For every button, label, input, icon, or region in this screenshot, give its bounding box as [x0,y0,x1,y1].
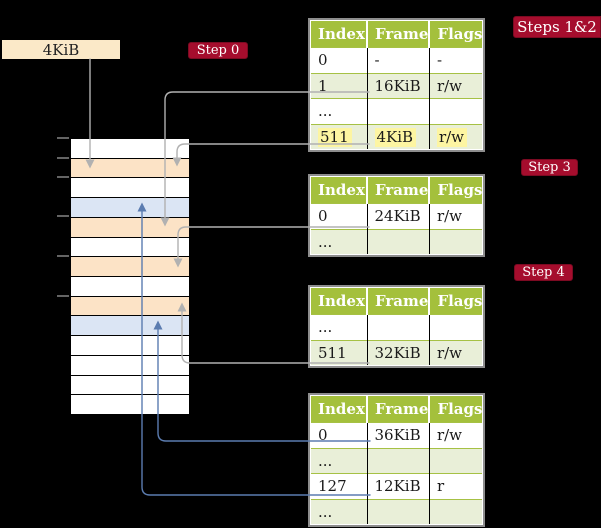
highlighted-value: r/w [436,127,468,147]
table-cell: r/w [428,124,483,149]
badge-step-4: Step 4 [514,264,573,281]
memory-row-11 [71,355,189,376]
table-cell: 36KiB [366,422,430,448]
frame-size-label: 4KiB [42,40,80,59]
table-cell [366,314,430,340]
memory-row-1 [71,158,189,179]
table-cell: ... [311,98,367,124]
table-row: 0-- [311,47,483,73]
table-cell: - [366,47,430,73]
column-header-frame: Frame [365,288,430,315]
column-header-flags: Flags [428,396,483,423]
column-header-index: Index [311,288,367,315]
column-header-index: Index [311,177,367,204]
memory-row-6 [71,257,189,278]
column-header-flags: Flags [428,288,483,315]
column-header-frame: Frame [365,396,430,423]
table-cell: 16KiB [366,73,430,99]
highlighted-value: 4KiB [374,127,417,147]
memory-row-13 [71,395,189,415]
memory-row-3 [71,198,189,218]
memory-ticks [57,137,69,297]
table-cell: 12KiB [366,473,430,499]
table-cell [366,229,430,254]
table-cell: 511 [311,124,367,149]
table-cell: r/w [428,340,483,365]
column-header-frame: Frame [365,21,430,48]
frame-size-box: 4KiB [2,40,120,59]
table-cell: ... [311,314,367,340]
memory-row-8 [71,296,189,317]
badge-step-3: Step 3 [521,159,578,176]
table-cell [428,98,483,124]
memory-row-7 [71,277,189,297]
memory-row-10 [71,336,189,356]
column-header-frame: Frame [365,177,430,204]
table-cell [428,499,483,524]
memory-row-0 [71,139,189,159]
table-cell [428,314,483,340]
table-row: ... [311,229,483,254]
table-cell: 32KiB [366,340,430,365]
table-cell: 511 [311,340,367,365]
highlighted-value: 511 [318,127,352,147]
column-header-index: Index [311,21,367,48]
table-cell: ... [311,448,367,474]
table-cell: r/w [428,73,483,99]
memory-row-12 [71,375,189,396]
table-cell: 1 [311,73,367,99]
physical-memory-column [70,138,190,415]
table-cell [366,98,430,124]
table-row: ... [311,314,483,340]
table-cell: 24KiB [366,203,430,229]
table-cell: 0 [311,203,367,229]
table-cell: r/w [428,422,483,448]
badge-step-0: Step 0 [188,42,248,59]
table-cell: 0 [311,47,367,73]
memory-row-4 [71,217,189,238]
table-cell [428,229,483,254]
memory-row-9 [71,316,189,337]
table-row: ... [311,98,483,124]
table-row: ... [311,499,483,524]
table-cell: 0 [311,422,367,448]
memory-row-2 [71,178,189,199]
column-header-flags: Flags [428,177,483,204]
badge-steps-1-2: Steps 1&2 [513,16,601,38]
column-header-index: Index [311,396,367,423]
table-row: ... [311,448,483,474]
table-cell [366,499,430,524]
table-cell: 127 [311,473,367,499]
table-cell: r [428,473,483,499]
table-cell: r/w [428,203,483,229]
table-cell [428,448,483,474]
column-header-flags: Flags [428,21,483,48]
table-cell: ... [311,229,367,254]
table-cell: - [428,47,483,73]
table-row: 511 4KiB r/w [311,124,483,149]
table-cell: ... [311,499,367,524]
table-cell: 4KiB [366,124,430,149]
table-cell [366,448,430,474]
memory-row-5 [71,237,189,258]
